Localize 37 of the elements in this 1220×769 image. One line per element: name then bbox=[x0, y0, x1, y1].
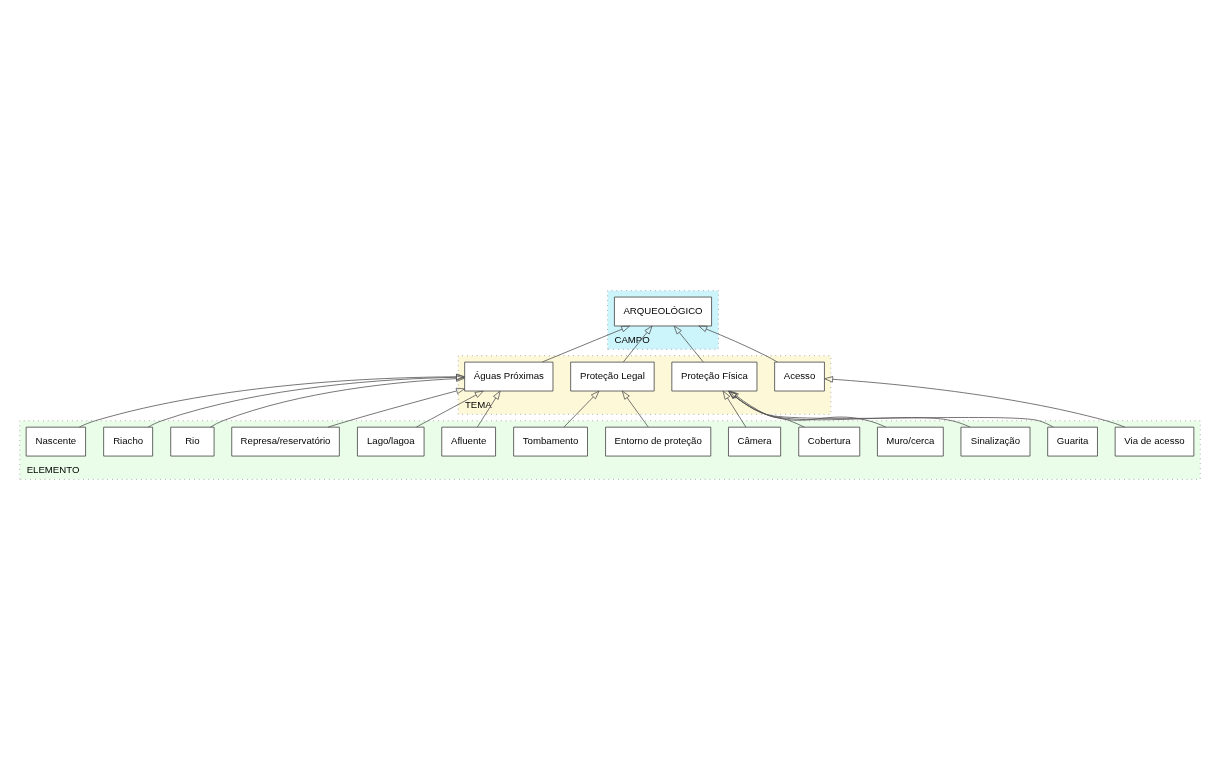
node-box: Rio bbox=[170, 426, 215, 456]
arrow bbox=[416, 390, 484, 427]
arrow bbox=[824, 375, 1126, 427]
arrow bbox=[729, 390, 805, 428]
arrow bbox=[621, 390, 649, 427]
node-box: Represa/reservatório bbox=[231, 426, 340, 456]
arrow bbox=[563, 390, 600, 427]
arrow bbox=[476, 390, 501, 427]
arrow bbox=[673, 325, 704, 362]
node-box: Muro/cerca bbox=[877, 426, 944, 456]
node-box: Entorno de proteção bbox=[605, 426, 712, 456]
node-box: Guarita bbox=[1047, 426, 1098, 456]
node-box: Nascente bbox=[25, 426, 86, 456]
arrow bbox=[147, 373, 465, 427]
arrow bbox=[541, 325, 630, 362]
node-box: Via de acesso bbox=[1114, 426, 1195, 456]
arrow bbox=[698, 325, 778, 362]
arrow bbox=[722, 390, 747, 427]
node-box: Acesso bbox=[774, 361, 825, 391]
arrow bbox=[728, 390, 887, 427]
arrow bbox=[210, 374, 465, 428]
arrow bbox=[623, 325, 653, 362]
arrow bbox=[327, 387, 465, 427]
node-box: Sinalização bbox=[960, 426, 1031, 456]
arrow bbox=[728, 390, 1054, 427]
node-box: Afluente bbox=[441, 426, 496, 456]
node-box: ARQUEOLÓGICO bbox=[614, 296, 712, 326]
node-box: Águas Próximas bbox=[464, 361, 554, 391]
node-box: Proteção Física bbox=[671, 361, 758, 391]
node-box: Riacho bbox=[103, 426, 154, 456]
node-box: Tombamento bbox=[513, 426, 588, 456]
node-box: Cobertura bbox=[798, 426, 861, 456]
node-box: Lago/lagoa bbox=[357, 426, 425, 456]
arrow bbox=[728, 390, 971, 427]
arrow bbox=[78, 373, 465, 428]
node-box: Câmera bbox=[728, 426, 782, 456]
node-box: Proteção Legal bbox=[570, 361, 655, 391]
